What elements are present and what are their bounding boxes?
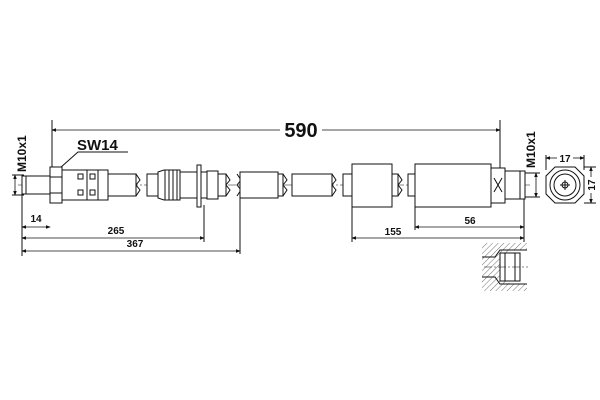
port-section-view [482, 243, 528, 291]
wrench-size-leader [59, 151, 128, 169]
dim-14-label: 14 [30, 214, 42, 225]
wrench-size-label: SW14 [77, 137, 119, 154]
hose [107, 163, 492, 208]
flange [196, 164, 202, 208]
dim-367-label: 367 [127, 239, 144, 250]
middle-fitting [157, 164, 219, 208]
left-fitting [21, 166, 109, 204]
end-view-width-label: 17 [559, 154, 571, 165]
dim-56-label: 56 [464, 216, 476, 227]
right-fitting [490, 167, 526, 204]
end-view: 17 17 [545, 154, 598, 204]
hex-nut [49, 166, 63, 204]
overall-length-label: 590 [284, 120, 317, 142]
dim-155-label: 155 [385, 227, 402, 238]
dim-265-label: 265 [108, 226, 125, 237]
sleeve-block [414, 163, 492, 208]
end-view-height-label: 17 [587, 179, 598, 191]
overall-length-dimension: 590 [51, 120, 501, 170]
sleeve-block [351, 163, 393, 208]
thread-right-label: M10x1 [524, 131, 538, 168]
thread-left-label: M10x1 [15, 135, 29, 172]
